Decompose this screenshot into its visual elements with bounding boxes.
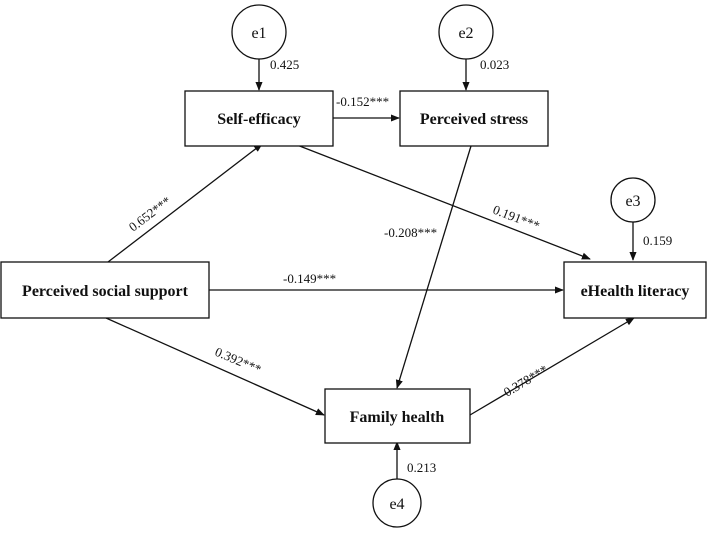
error-circle-e3: e3	[610, 177, 656, 223]
e4-label: e4	[389, 496, 404, 513]
e1-value: 0.425	[270, 57, 299, 72]
e4-value: 0.213	[407, 460, 436, 475]
box-self-efficacy: Self-efficacy	[184, 90, 334, 147]
coef-social-support-to-ehealth-literacy: -0.149***	[283, 271, 336, 286]
error-circle-e2: e2	[438, 4, 494, 60]
arrow-family-health-to-ehealth-literacy	[469, 317, 635, 416]
error-circle-e1: e1	[231, 4, 287, 60]
box-family-health: Family health	[324, 388, 471, 444]
e2-label: e2	[458, 25, 473, 42]
box-perceived-social-support: Perceived social support	[0, 261, 210, 319]
error-circle-e4: e4	[372, 478, 422, 528]
coef-social-support-to-family-health: 0.392***	[213, 344, 264, 377]
self-efficacy-label: Self-efficacy	[217, 111, 301, 128]
arrow-self-efficacy-to-ehealth-literacy	[296, 144, 591, 260]
arrow-social-support-to-family-health	[105, 317, 325, 416]
perceived-stress-label: Perceived stress	[420, 111, 528, 128]
ehealth-literacy-label: eHealth literacy	[581, 283, 690, 300]
coef-self-efficacy-to-ehealth-literacy: 0.191***	[491, 202, 542, 233]
perceived-social-support-label: Perceived social support	[22, 283, 189, 300]
e3-label: e3	[625, 193, 640, 210]
e3-value: 0.159	[643, 233, 672, 248]
box-ehealth-literacy: eHealth literacy	[563, 261, 707, 319]
e2-value: 0.023	[480, 57, 509, 72]
coef-social-support-to-self-efficacy: 0.652***	[126, 193, 174, 234]
coef-self-efficacy-to-perceived-stress: -0.152***	[336, 94, 389, 109]
coef-family-health-to-ehealth-literacy: 0.378***	[501, 362, 551, 400]
family-health-label: Family health	[350, 409, 445, 426]
box-perceived-stress: Perceived stress	[399, 90, 549, 147]
coef-perceived-stress-to-family-health: -0.208***	[384, 225, 437, 240]
arrow-social-support-to-self-efficacy	[107, 143, 263, 263]
e1-label: e1	[251, 25, 266, 42]
arrow-perceived-stress-to-family-health	[395, 145, 472, 389]
path-arrows	[105, 59, 637, 490]
